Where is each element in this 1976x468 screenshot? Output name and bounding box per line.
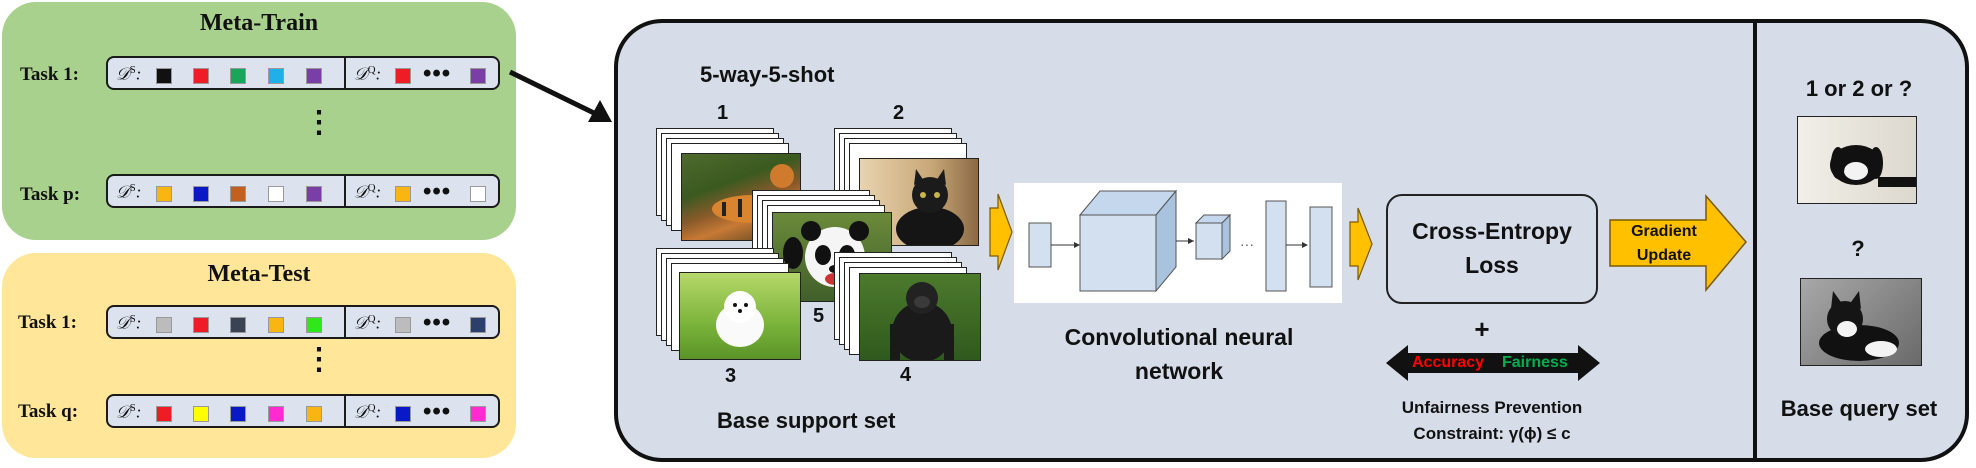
color-square <box>193 68 209 84</box>
meta-train-task-p-row: 𝒟S: 𝒟Q: ••• <box>106 174 500 208</box>
support-set-label: 𝒟S: <box>116 182 142 202</box>
ellipsis: ••• <box>423 178 452 205</box>
color-square <box>395 186 411 202</box>
row-divider <box>344 176 346 206</box>
input-arrow <box>989 193 1013 271</box>
cnn-layer-ellipsis: ··· <box>1240 236 1254 252</box>
color-square <box>470 68 486 84</box>
query-cat-image <box>1800 278 1922 366</box>
meta-train-task-1-row: 𝒟S: 𝒟Q: ••• <box>106 56 500 90</box>
vertical-ellipsis: ⋮ <box>304 343 334 376</box>
meta-test-task-q-label: Task q: <box>18 401 79 422</box>
meta-train-task-p-label: Task p: <box>20 184 81 205</box>
color-square <box>306 406 322 422</box>
cnn-to-loss-arrow <box>1349 207 1373 281</box>
query-divider <box>1753 21 1757 460</box>
color-square <box>193 406 209 422</box>
color-square <box>470 317 486 333</box>
row-divider <box>344 58 346 88</box>
row-divider <box>344 396 346 426</box>
task-to-episode-arrow <box>508 69 612 122</box>
stack-label-5: 5 <box>813 305 825 327</box>
white-dog-image <box>679 272 801 360</box>
ellipsis: ••• <box>423 398 452 425</box>
color-square <box>395 317 411 333</box>
stack-label-2: 2 <box>893 102 905 124</box>
base-query-set-label: Base query set <box>1780 396 1938 421</box>
meta-test-panel: Meta-Test Task 1: 𝒟S: 𝒟Q: ••• ⋮ Task q: … <box>2 253 516 458</box>
loss-line2: Loss <box>1465 252 1519 278</box>
loss-line1: Cross-Entropy <box>1412 218 1572 244</box>
color-square <box>156 68 172 84</box>
color-square <box>268 186 284 202</box>
support-set-label: 𝒟S: <box>116 64 142 84</box>
meta-train-title: Meta-Train <box>199 10 319 36</box>
meta-train-panel: Meta-Train Task 1: 𝒟S: 𝒟Q: ••• ⋮ Task p:… <box>2 2 516 240</box>
color-square <box>306 317 322 333</box>
accuracy-label: Accuracy <box>1412 354 1485 371</box>
color-square <box>470 186 486 202</box>
cnn-label-line2: network <box>1134 358 1224 384</box>
color-square <box>395 68 411 84</box>
color-square <box>306 186 322 202</box>
color-square <box>230 317 246 333</box>
meta-test-task-q-row: 𝒟S: 𝒟Q: ••• <box>106 394 500 428</box>
query-question-top: 1 or 2 or ? <box>1805 76 1913 101</box>
meta-train-task-1-label: Task 1: <box>20 64 79 85</box>
query-dog-image <box>1797 116 1917 204</box>
query-set-label: 𝒟Q: <box>354 402 382 422</box>
gradient-update-line2: Update <box>1636 247 1692 264</box>
support-set-label: 𝒟S: <box>116 402 142 422</box>
color-square <box>230 186 246 202</box>
color-square <box>193 317 209 333</box>
accuracy-fairness-tradeoff-arrow <box>1386 345 1600 381</box>
color-square <box>156 186 172 202</box>
stack-label-4: 4 <box>900 364 912 386</box>
meta-test-task-1-label: Task 1: <box>18 312 77 333</box>
cross-entropy-loss-box: Cross-Entropy Loss <box>1386 194 1598 304</box>
support-set-label: 𝒟S: <box>116 313 142 333</box>
constraint-line2: Constraint: γ(ϕ) ≤ c <box>1413 424 1571 443</box>
color-square <box>306 68 322 84</box>
color-square <box>395 406 411 422</box>
stack-label-3: 3 <box>725 365 737 387</box>
cnn-label-line1: Convolutional neural <box>1064 324 1294 350</box>
query-set-label: 𝒟Q: <box>354 64 382 84</box>
ellipsis: ••• <box>423 60 452 87</box>
gradient-update-line1: Gradient <box>1631 223 1697 240</box>
stack-label-1: 1 <box>717 102 729 124</box>
meta-test-title: Meta-Test <box>207 261 311 287</box>
vertical-ellipsis: ⋮ <box>304 106 334 139</box>
query-question-mid: ? <box>1851 236 1865 261</box>
color-square <box>193 186 209 202</box>
query-set-label: 𝒟Q: <box>354 182 382 202</box>
base-support-set-label: Base support set <box>717 408 896 433</box>
cnn-diagram: ··· <box>1014 183 1342 303</box>
color-square <box>268 68 284 84</box>
gradient-update-arrow <box>1609 194 1747 293</box>
constraint-line1: Unfairness Prevention <box>1401 398 1583 417</box>
gorilla-image <box>859 273 981 361</box>
meta-test-task-1-row: 𝒟S: 𝒟Q: ••• <box>106 305 500 339</box>
color-square <box>268 406 284 422</box>
way-shot-title: 5-way-5-shot <box>700 62 835 87</box>
color-square <box>230 406 246 422</box>
query-set-label: 𝒟Q: <box>354 313 382 333</box>
row-divider <box>344 307 346 337</box>
color-square <box>268 317 284 333</box>
color-square <box>230 68 246 84</box>
color-square <box>156 317 172 333</box>
ellipsis: ••• <box>423 309 452 336</box>
plus-sign: + <box>1474 314 1490 344</box>
fairness-label: Fairness <box>1502 354 1568 371</box>
color-square <box>470 406 486 422</box>
color-square <box>156 406 172 422</box>
